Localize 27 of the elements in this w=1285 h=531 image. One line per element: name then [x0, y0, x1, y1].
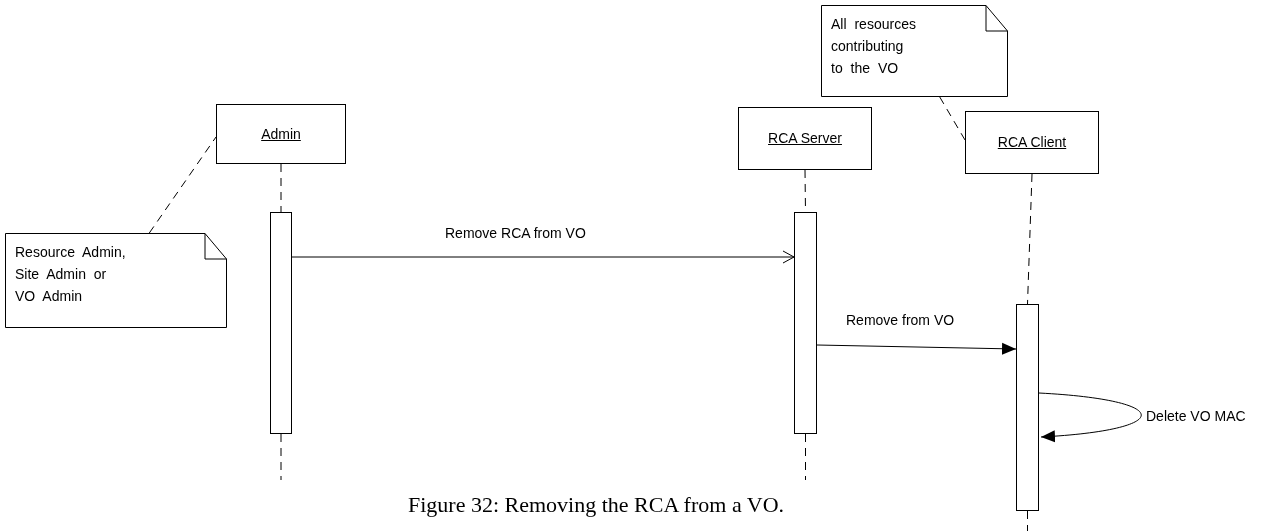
- leader-line: [939, 96, 966, 141]
- note-text: Resource Admin, Site Admin or VO Admin: [15, 243, 127, 306]
- participant-name: Admin: [261, 124, 301, 144]
- lifeline-head: [738, 107, 872, 170]
- lifeline: [805, 433, 806, 481]
- leader-line: [148, 136, 217, 234]
- activation-bar: [270, 212, 292, 434]
- note-text: All resources contributing to the VO: [831, 15, 917, 78]
- message-label: Remove from VO: [846, 311, 955, 330]
- lifeline: [1027, 510, 1028, 531]
- message-arrow: [291, 250, 795, 264]
- lifeline: [280, 433, 282, 481]
- note: [5, 233, 227, 328]
- note: [821, 5, 1008, 97]
- lifeline-head: [216, 104, 346, 164]
- lifeline: [280, 163, 282, 213]
- lifeline: [1027, 173, 1033, 305]
- message-label: Remove RCA from VO: [445, 224, 586, 243]
- activation-bar: [1016, 304, 1039, 511]
- lifeline-head: [965, 111, 1099, 174]
- message-label: Delete VO MAC: [1146, 407, 1246, 426]
- activation-bar: [794, 212, 817, 434]
- participant-name: RCA Client: [997, 133, 1067, 152]
- participant-name: RCA Server: [768, 129, 842, 148]
- caption: Figure 32: Removing the RCA from a VO.: [408, 491, 785, 519]
- self-message-arrow: [1038, 392, 1142, 442]
- message-arrow: [816, 342, 1017, 355]
